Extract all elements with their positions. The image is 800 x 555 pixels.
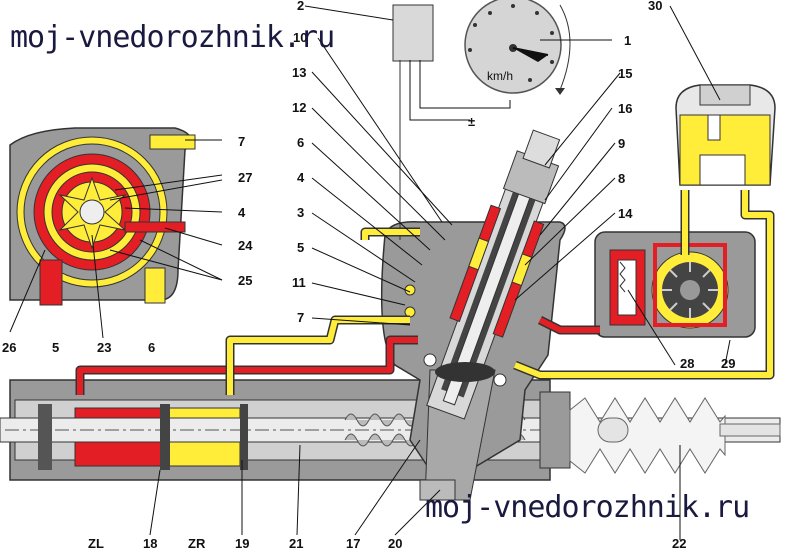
part-label-5-2: 5: [52, 340, 59, 355]
pressure-lines: [75, 190, 775, 395]
part-label-12: 12: [292, 100, 306, 115]
part-label-5: 5: [297, 240, 304, 255]
part-label-13: 13: [292, 65, 306, 80]
part-label-28: 28: [680, 356, 694, 371]
part-label-23: 23: [97, 340, 111, 355]
part-label-29: 29: [721, 356, 735, 371]
fluid-reservoir: [675, 84, 776, 186]
part-label-11: 11: [292, 275, 306, 290]
part-label-8: 8: [618, 171, 625, 186]
part-label-7: 7: [297, 310, 304, 325]
hydraulic-pump: [594, 231, 756, 338]
part-label-7-2: 7: [238, 134, 245, 149]
watermark-bottom: moj-vnedorozhnik.ru: [425, 490, 750, 525]
power-terminal-symbol: ±: [468, 114, 475, 129]
part-label-19: 19: [235, 536, 249, 550]
chamber-label-zr: ZR: [188, 536, 206, 550]
speedometer: km/h: [464, 0, 571, 95]
control-unit: ±: [392, 4, 511, 240]
part-label-15: 15: [618, 66, 632, 81]
chamber-label-zl: ZL: [88, 536, 104, 550]
part-label-16: 16: [618, 101, 632, 116]
part-label-6-2: 6: [148, 340, 155, 355]
part-label-26: 26: [2, 340, 16, 355]
chamber-labels: ZL ZR: [88, 536, 206, 551]
part-label-4-2: 4: [238, 205, 246, 220]
part-label-10: 10: [293, 30, 307, 45]
part-label-1: 1: [624, 33, 631, 48]
part-label-24: 24: [238, 238, 253, 253]
leader-lines: [9, 5, 731, 540]
rack-housing: [0, 379, 781, 481]
part-label-25: 25: [238, 273, 252, 288]
part-label-21: 21: [289, 536, 303, 550]
speed-unit-label: km/h: [487, 69, 513, 83]
watermark-top: moj-vnedorozhnik.ru: [10, 20, 335, 55]
part-label-22: 22: [672, 536, 686, 550]
valve-housing: [380, 129, 566, 501]
part-label-9: 9: [618, 136, 625, 151]
part-label-3: 3: [297, 205, 304, 220]
part-label-6: 6: [297, 135, 304, 150]
part-label-27: 27: [238, 170, 252, 185]
part-label-2: 2: [297, 0, 304, 13]
part-label-4: 4: [297, 170, 305, 185]
part-label-17: 17: [346, 536, 360, 550]
rotary-valve-section: [9, 127, 196, 306]
part-label-18: 18: [143, 536, 157, 550]
part-label-14: 14: [618, 206, 633, 221]
part-label-20: 20: [388, 536, 402, 550]
part-label-30: 30: [648, 0, 662, 13]
